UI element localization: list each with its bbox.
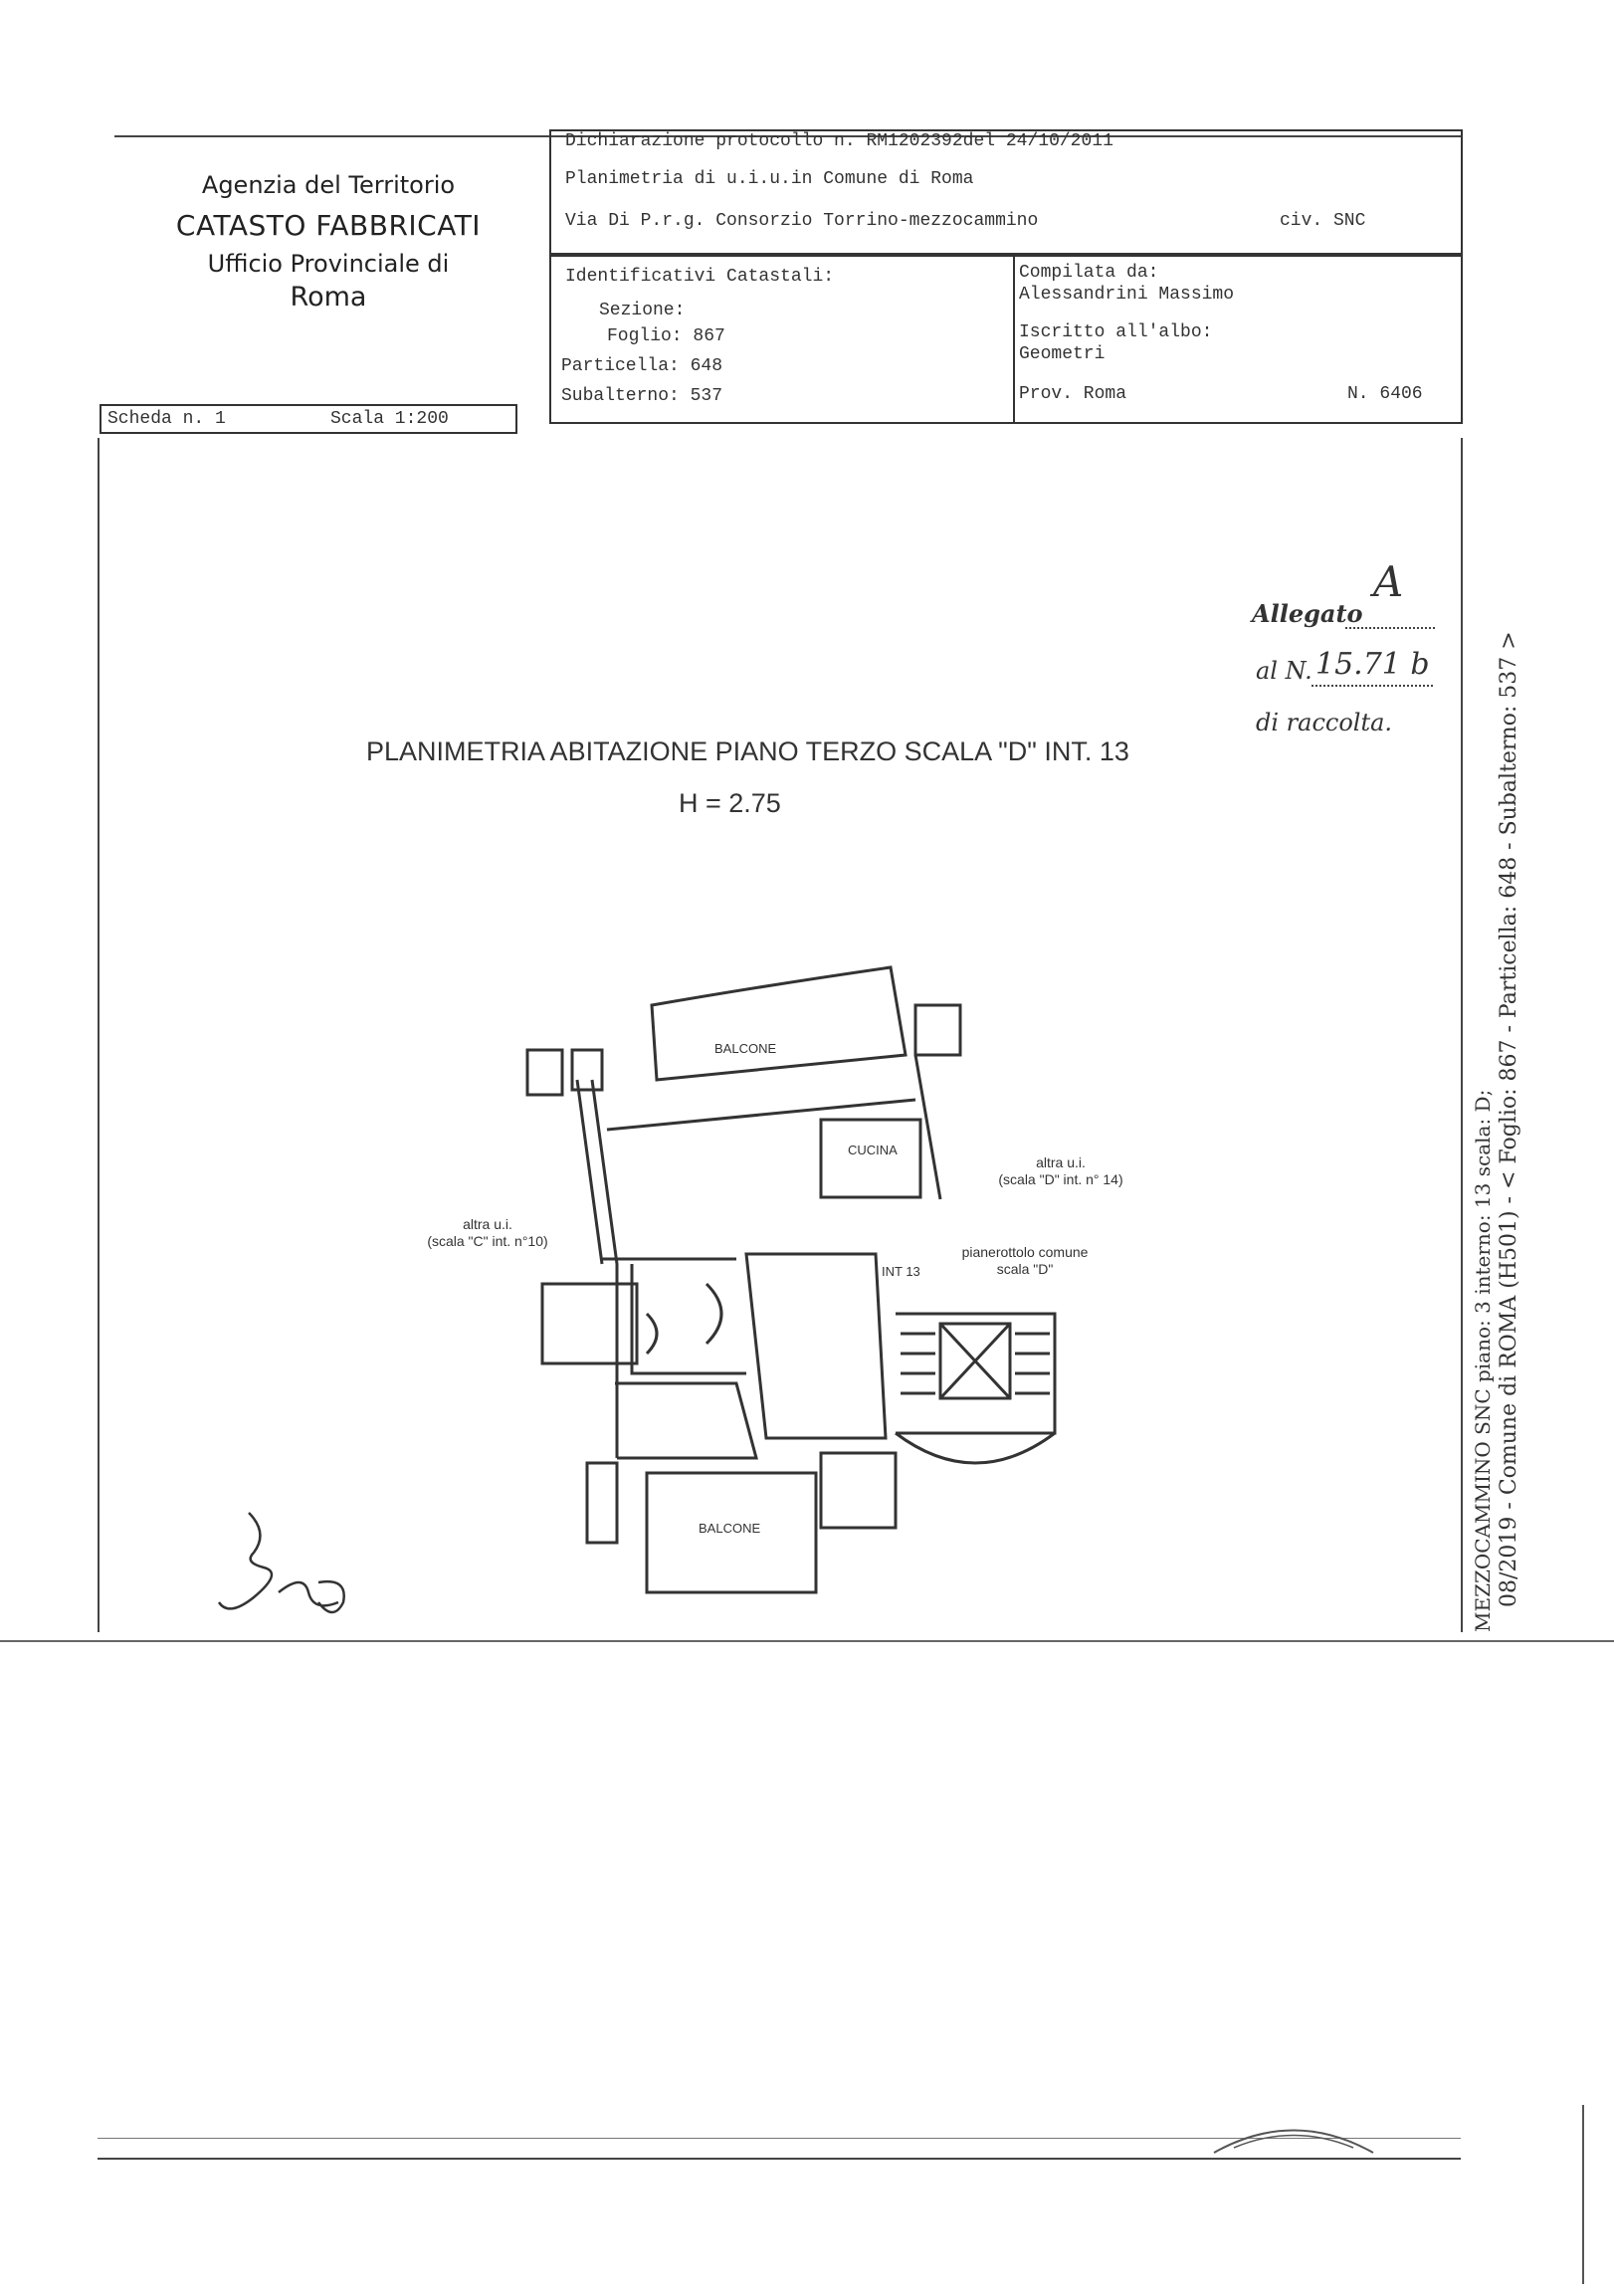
plan-title: PLANIMETRIA ABITAZIONE PIANO TERZO SCALA… [366,736,1129,766]
left-column-2 [570,1048,604,1092]
allegato-dots [1345,627,1435,629]
label-altra-left: altra u.i. (scala "C" int. n°10) [398,1216,577,1250]
stair-core-cross [938,1322,1012,1400]
province-label: Prov. Roma [1019,384,1127,404]
bottom-balcony-outline [645,1471,818,1594]
subalterno-field: Subalterno: 537 [561,386,723,406]
planimetry-line: Planimetria di u.i.u.in Comune di Roma [565,169,974,189]
frame-bottom-line [98,2158,1461,2160]
living-top-wall [606,1098,916,1132]
compilata-label: Compilata da: [1019,263,1159,283]
door-arc-2 [645,1312,659,1356]
allegato-label: Allegato [1252,599,1363,628]
right-wall [913,1054,942,1200]
left-side-room [540,1282,639,1365]
label-altra-right: altra u.i. (scala "D" int. n° 14) [961,1154,1160,1188]
pianerottolo-line2: scala "D" [996,1260,1054,1277]
scheda-box: Scheda n. 1 Scala 1:200 [100,404,517,434]
side-text-2: MEZZOCAMMINO SNC piano: 3 interno: 13 sc… [1471,1089,1495,1632]
foglio-field: Foglio: 867 [607,326,725,346]
stair-core [938,1322,1012,1400]
altra-right-line2: (scala "D" int. n° 14) [998,1170,1123,1187]
center-room-right [744,1252,888,1440]
agency-block: Agenzia del Territorio CATASTO FABBRICAT… [119,171,537,313]
kitchen-outline [819,1118,922,1199]
center-room-left [630,1264,746,1375]
identifiers-heading: Identificativi Catastali: [565,267,835,287]
altra-left-line1: altra u.i. [463,1216,512,1232]
compiler-name: Alessandrini Massimo [1019,285,1235,305]
address-line: Via Di P.r.g. Consorzio Torrino-mezzocam… [565,211,1039,231]
agency-name: Agenzia del Territorio [201,171,456,199]
frame-right-line [1461,438,1463,1632]
plan-height: H = 2.75 [679,788,781,818]
declaration-box: Dichiarazione protocollo n. RM1202392del… [549,129,1463,255]
altra-right-line1: altra u.i. [1036,1154,1086,1170]
raccolta-number: 15.71 b [1315,647,1430,682]
lower-room [615,1381,758,1460]
room-int13: INT 13 [882,1264,920,1279]
room-cucina: CUCINA [848,1143,898,1157]
compiler-box: Compilata da: Alessandrini Massimo Iscri… [1013,255,1463,424]
raccolta-label: di raccolta. [1256,709,1393,736]
frame-bottom-line-2 [98,2138,1461,2139]
iscritto-label: Iscritto all'albo: [1019,322,1213,342]
albo-name: Geometri [1019,344,1106,364]
bottom-left-column [585,1461,619,1545]
scheda-number: Scheda n. 1 [107,409,226,429]
top-balcony-outline [650,965,908,1082]
bottom-right-room [819,1451,898,1530]
stair-curve [895,1431,1056,1465]
office-name: Ufficio Provinciale di [207,250,450,278]
identifiers-box: Identificativi Catastali: Sezione: Fogli… [549,255,1015,424]
frame-cut-line [0,1640,1614,1642]
raccolta-dots [1311,685,1433,687]
sezione-field: Sezione: [599,301,686,320]
frame-top-line [114,135,1462,137]
office-city: Roma [290,282,367,313]
left-wall [590,1079,619,1458]
right-edge-mark [1582,2105,1584,2284]
catasto-title: CATASTO FABBRICATI [175,209,482,242]
left-wall-inner [575,1079,604,1265]
pianerottolo-line1: pianerottolo comune [961,1244,1089,1260]
door-arc-1 [705,1282,723,1346]
frame-left-line [98,438,100,1632]
room-balcone-top: BALCONE [714,1041,777,1056]
room-balcone-bottom: BALCONE [699,1521,761,1536]
side-text-1: 08/2019 - Comune di ROMA (H501) - < Fogl… [1497,631,1521,1607]
handwritten-signature [217,1512,345,1614]
stair-outline [896,1312,1057,1435]
label-pianerottolo: pianerottolo comune scala "D" [935,1244,1114,1278]
right-column [913,1003,962,1057]
left-column-1 [525,1048,564,1097]
allegato-letter: A [1373,557,1404,606]
floor-plan [525,965,1057,1594]
altra-left-line2: (scala "C" int. n°10) [427,1232,548,1249]
stamp-fragment [1213,2129,1374,2154]
civic-number: civ. SNC [1280,211,1366,231]
scheda-scale: Scala 1:200 [330,409,449,429]
particella-field: Particella: 648 [561,356,723,376]
registration-number: N. 6406 [1347,384,1423,404]
al-n-label: al N. [1256,657,1312,685]
protocol-line: Dichiarazione protocollo n. RM1202392del… [565,131,1113,151]
stair-steps [901,1332,1050,1395]
